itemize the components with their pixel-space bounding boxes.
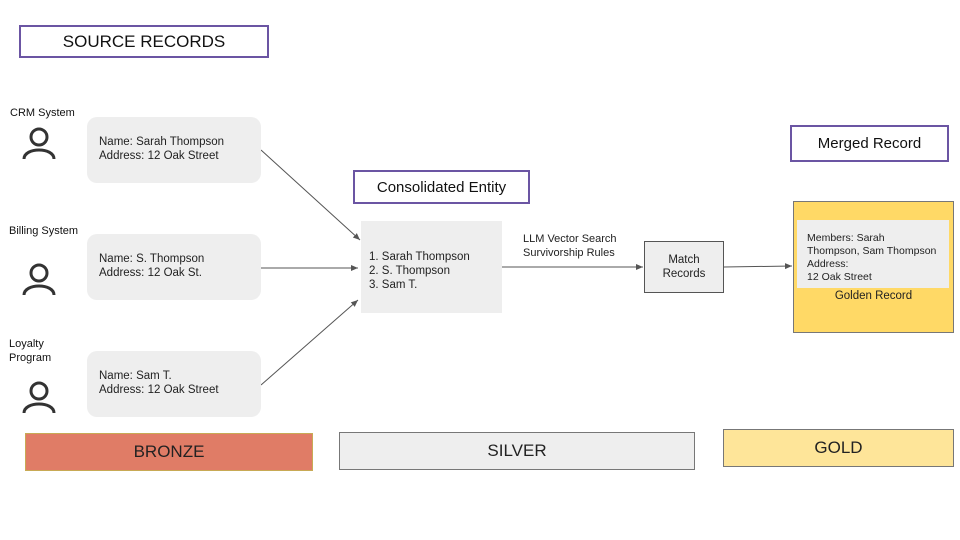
llm-edge-label: LLM Vector Search Survivorship Rules [523,232,617,260]
consolidated-entity-header: Consolidated Entity [353,170,530,204]
arrow-crm-to-entity [260,149,361,241]
entity-item: 1. Sarah Thompson [369,251,470,263]
bronze-label: BRONZE [133,442,205,461]
match-records-box: Match Records [644,241,724,293]
golden-record-details: Members: Sarah Thompson, Sam Thompson Ad… [797,220,949,288]
bronze-tier: BRONZE [25,433,313,471]
golden-address-line1: Address: [807,258,849,270]
merged-record-title: Merged Record [817,135,922,152]
record-name: Name: Sarah Thompson [99,136,225,148]
crm-system-label: CRM System [10,107,75,119]
golden-address-line2: 12 Oak Street [807,271,872,283]
entity-item: 2. S. Thompson [369,265,450,277]
record-name: Name: Sam T. [99,370,172,382]
source-records-header: SOURCE RECORDS [19,25,269,58]
silver-tier: SILVER [339,432,695,470]
gold-tier: GOLD [723,429,954,467]
record-address: Address: 12 Oak St. [99,267,202,279]
consolidated-entity-box: 1. Sarah Thompson 2. S. Thompson 3. Sam … [361,221,502,313]
consolidated-entity-title: Consolidated Entity [376,178,507,196]
loyalty-label-line2: Program [9,352,52,364]
gold-label: GOLD [814,438,863,457]
merged-record-header: Merged Record [790,125,949,162]
match-line1: Match [668,254,700,266]
arrow-match-to-golden [723,263,793,270]
record-address: Address: 12 Oak Street [99,384,219,396]
record-address: Address: 12 Oak Street [99,150,219,162]
loyalty-record-card: Name: Sam T. Address: 12 Oak Street [87,351,261,417]
loyalty-label-line1: Loyalty [9,338,44,350]
golden-record-caption: Golden Record [834,290,913,302]
edge-label-line2: Survivorship Rules [523,247,615,259]
match-line2: Records [662,268,706,280]
golden-members-line1: Members: Sarah [807,232,885,244]
person-icon [22,381,56,414]
record-name: Name: S. Thompson [99,253,205,265]
billing-system-label: Billing System [9,225,79,237]
billing-record-card: Name: S. Thompson Address: 12 Oak St. [87,234,261,300]
arrow-loyalty-to-entity [260,299,359,386]
edge-label-line1: LLM Vector Search [523,233,617,245]
person-icon [22,263,56,296]
crm-record-card: Name: Sarah Thompson Address: 12 Oak Str… [87,117,261,183]
golden-members-line2: Thompson, Sam Thompson [807,245,937,257]
person-icon [22,127,56,160]
entity-item: 3. Sam T. [369,279,418,291]
loyalty-program-label: Loyalty Program [9,337,51,365]
source-records-title: SOURCE RECORDS [62,31,226,51]
silver-label: SILVER [487,441,547,460]
